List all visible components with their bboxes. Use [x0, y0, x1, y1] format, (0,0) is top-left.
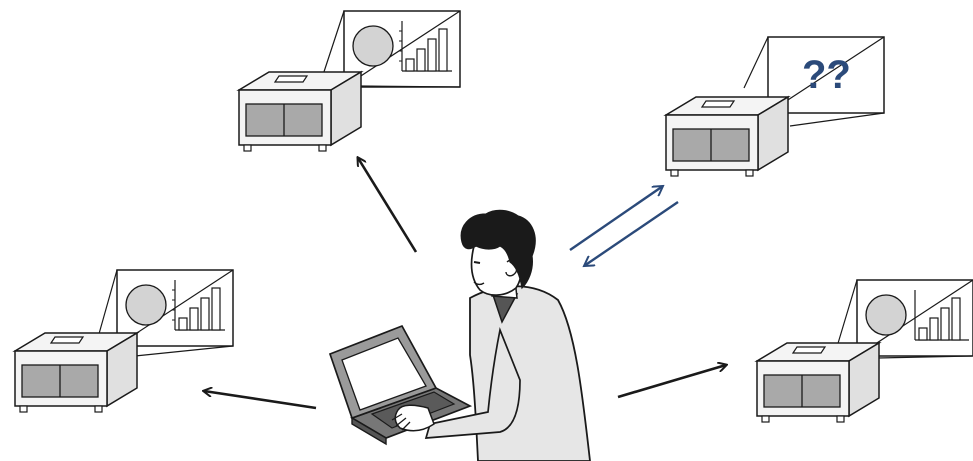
person-mouth: [473, 281, 485, 286]
projection-beam-top-2: [359, 85, 461, 88]
person-fingers: [391, 413, 411, 431]
projector-right-top-group: ??: [665, 36, 885, 177]
projector-right-bottom-group: [756, 279, 973, 423]
arrow-to-unknown-projector: [569, 186, 663, 251]
projector-left-group: [14, 269, 234, 413]
projector-icon: [238, 71, 362, 152]
arrow-to-left-projector: [204, 391, 317, 410]
projection-screen-unknown: ??: [767, 36, 885, 114]
arrow-to-right-bottom-projector: [617, 365, 726, 399]
person-shirt: [469, 285, 591, 461]
projector-top-group: [238, 10, 461, 152]
laptop-base-front: [351, 416, 387, 446]
projector-icon: [665, 96, 789, 177]
projection-beam-rb-2: [877, 355, 973, 359]
projection-screen-right-bottom: [856, 279, 973, 357]
unknown-screen-text: ??: [802, 53, 851, 97]
arrow-to-top-projector: [358, 158, 418, 253]
laptop-display: [341, 337, 427, 411]
projection-beam-left-2: [134, 345, 234, 357]
projection-beam-right-2: [789, 112, 885, 127]
projector-icon: [756, 342, 880, 423]
laptop-icon: [328, 324, 473, 446]
person-eye: [473, 261, 481, 264]
projection-beam-rb-1: [835, 279, 858, 351]
projection-beam-right-1: [743, 36, 769, 89]
arrow-from-unknown-projector: [584, 201, 679, 266]
person-hand: [394, 404, 435, 432]
person-icon: [424, 209, 591, 461]
person-hair: [460, 209, 536, 290]
projector-icon: [14, 332, 138, 413]
